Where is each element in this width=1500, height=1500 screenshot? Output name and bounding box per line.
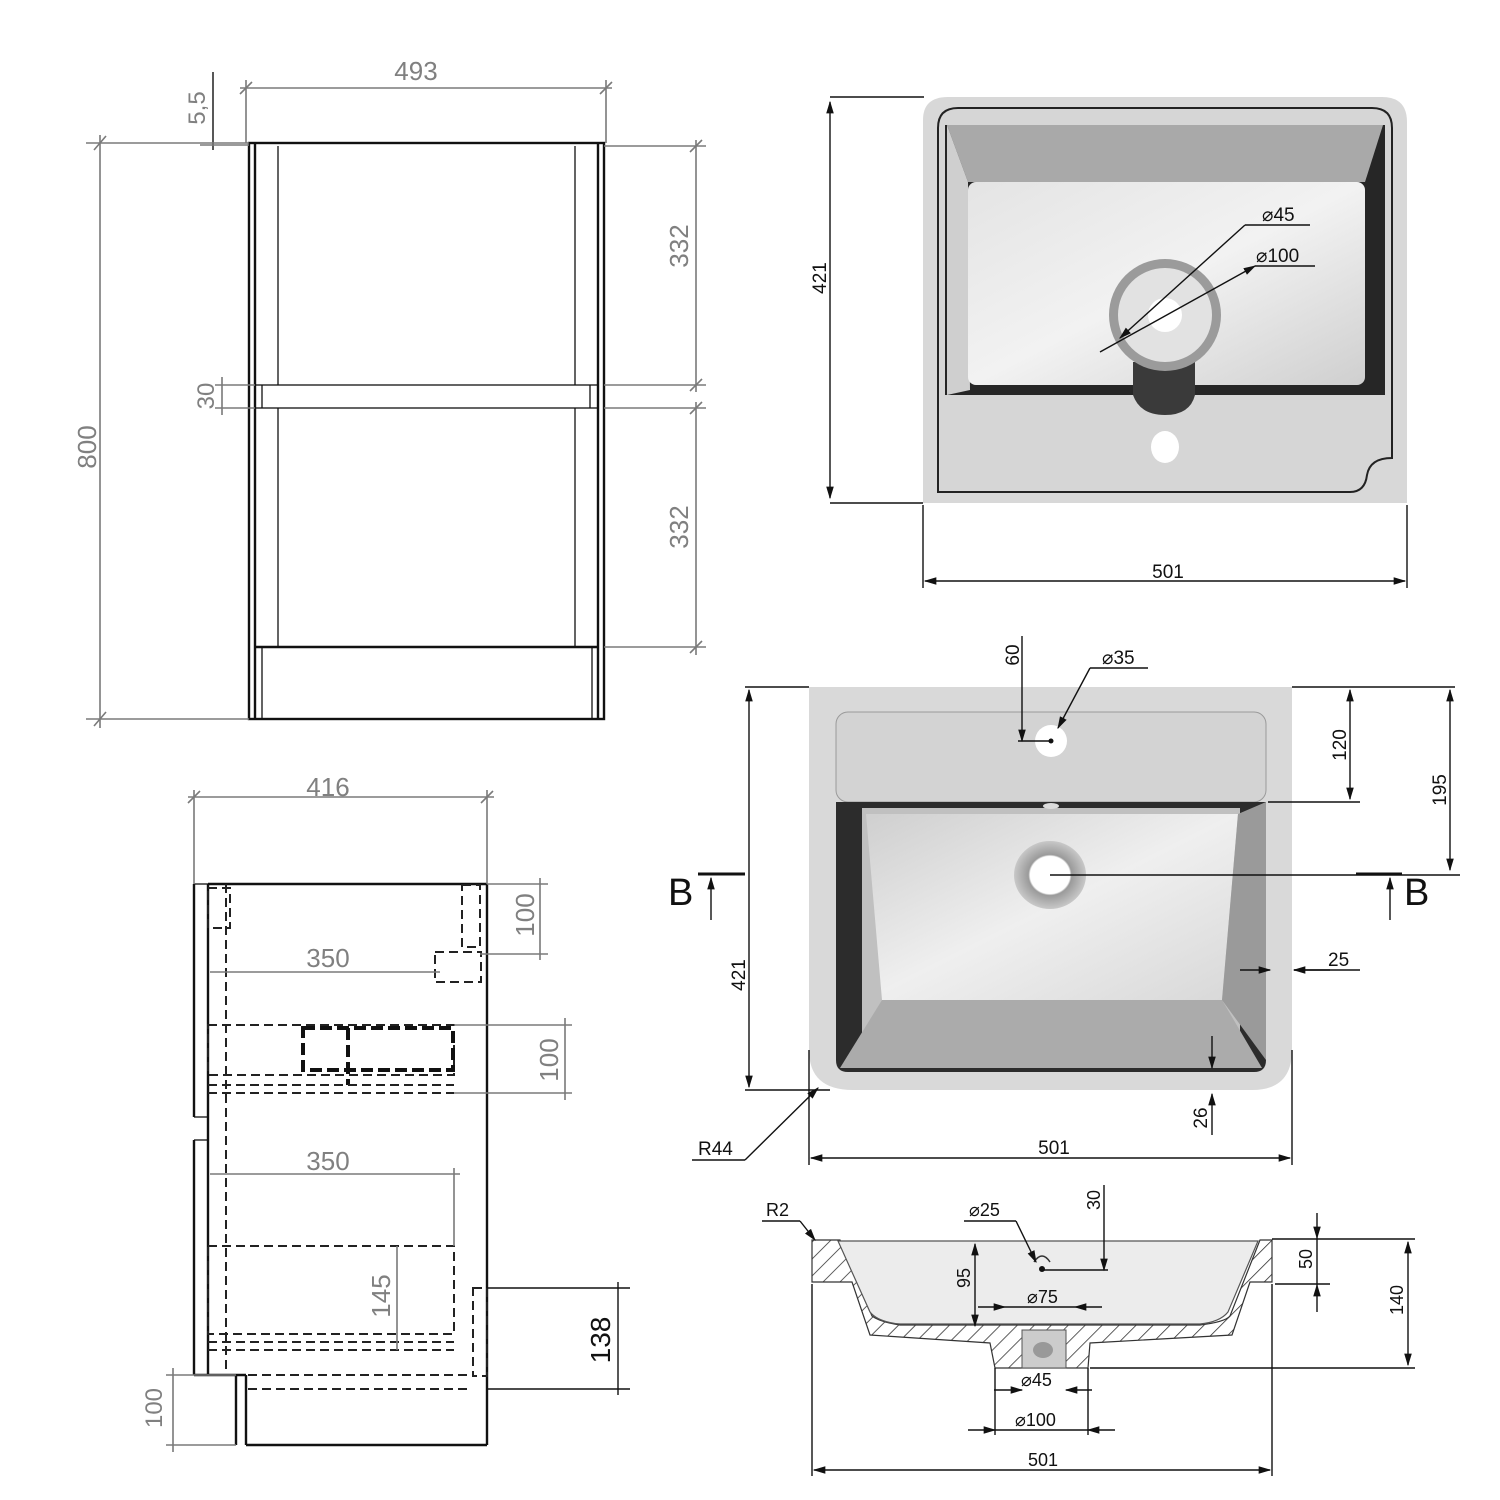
dim-rim-thickness: 50 [1296,1249,1316,1269]
dim-rim-to-bowl: 120 [1330,729,1351,761]
dim-cabinet-height: 800 [72,425,102,468]
dim-section-width: 501 [1028,1450,1058,1470]
basin-plan-view: 60 ⌀35 120 195 B B 421 25 26 [668,636,1460,1165]
cabinet-side-view: 416 350 350 100 100 145 100 138 [141,772,630,1452]
dim-basin-width: 501 [1152,562,1184,583]
dim-top-offset: 100 [510,893,540,936]
label-drain-outer-section: ⌀100 [1015,1410,1056,1430]
dim-basin-depth: 421 [810,262,831,294]
tap-hole [1151,431,1179,463]
dim-edge-radius: R2 [766,1200,789,1220]
label-drain-top: ⌀75 [1027,1287,1058,1307]
dim-side-wall: 25 [1328,950,1349,971]
divider-rail [254,384,599,409]
dim-corner-radius: R44 [698,1139,733,1160]
dim-drawer-top: 332 [664,224,694,267]
dim-bowl-depth: 95 [954,1268,974,1288]
dim-front-wall: 26 [1191,1107,1212,1128]
section-label-left: B [668,872,693,914]
dim-plinth: 100 [141,1388,168,1428]
dim-drain-from-back: 195 [1430,774,1451,806]
dim-overflow-offset: 30 [1084,1190,1104,1210]
label-overflow-hole: ⌀25 [969,1200,1000,1220]
cabinet-front-view: 493 5,5 800 30 332 332 [72,56,706,728]
dim-drawer1-height: 100 [534,1038,564,1081]
label-tap-hole: ⌀35 [1102,648,1135,669]
dim-plan-depth: 421 [729,959,750,991]
label-drain-outer: ⌀100 [1256,246,1299,267]
label-drain-inner: ⌀45 [1262,205,1295,226]
dim-drawer-bottom: 332 [664,505,694,548]
label-drain-inner-section: ⌀45 [1021,1370,1052,1390]
dim-drawer1-depth: 350 [306,943,349,973]
basin-section-view: R2 ⌀25 30 95 ⌀75 50 140 ⌀45 [762,1185,1415,1476]
dim-drawer2-depth: 350 [306,1146,349,1176]
section-label-right: B [1404,872,1429,914]
dim-total-height: 140 [1387,1285,1407,1315]
dim-divider: 30 [193,383,220,410]
dim-drawer2-height: 145 [366,1274,396,1317]
basin-top-view: 421 501 ⌀45 ⌀100 [810,96,1408,588]
dim-bottom-clearance: 138 [585,1317,616,1364]
dim-plan-width: 501 [1038,1138,1070,1159]
dim-cabinet-depth: 416 [306,772,349,802]
dim-cabinet-width: 493 [394,56,437,86]
dim-top-gap: 5,5 [184,91,211,124]
cabinet-outline [247,141,606,721]
dim-tap-offset: 60 [1003,644,1024,665]
